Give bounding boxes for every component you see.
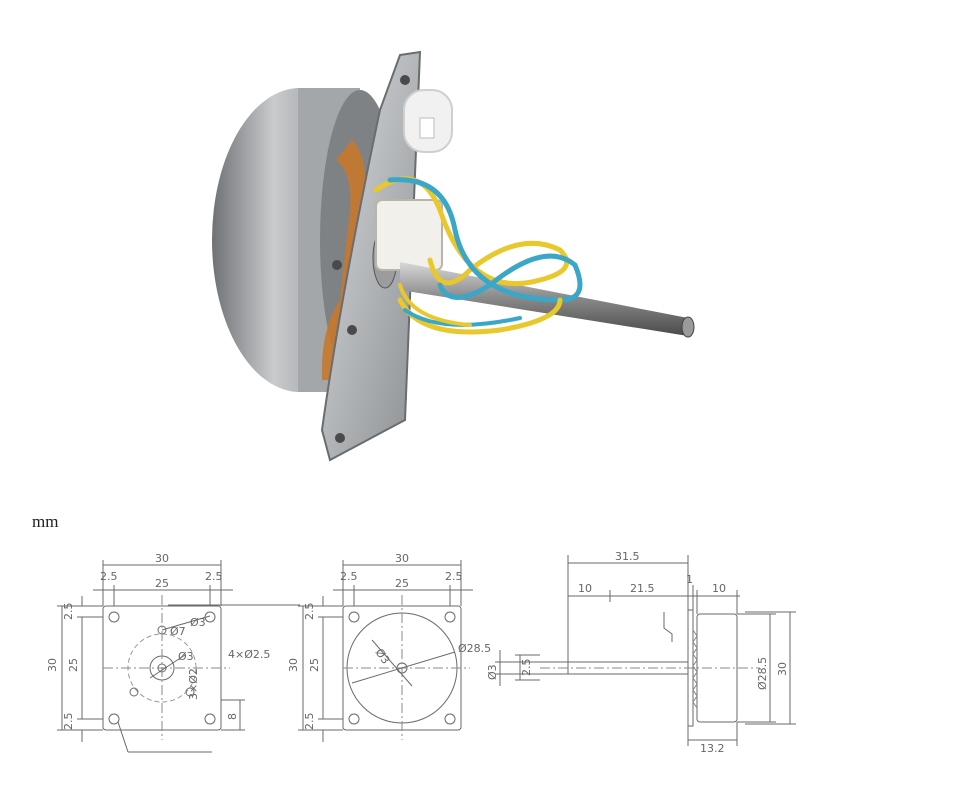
side-height: 30 [776, 662, 789, 676]
side-body-len: 10 [712, 582, 726, 595]
front-height-total: 30 [46, 658, 59, 672]
front-edge-right: 2.5 [205, 570, 223, 583]
front-offset: 8 [226, 713, 239, 720]
rear-height-total: 30 [287, 658, 300, 672]
rear-d-shaft: Ø3 [373, 646, 393, 666]
front-d-screw: Ø3 [190, 616, 206, 629]
front-screw-count: 3×Ø2 [187, 668, 200, 700]
motor-photo [212, 50, 695, 462]
side-depth: 13.2 [700, 742, 725, 755]
front-pitch: 25 [155, 577, 169, 590]
side-plate: 1 [686, 573, 693, 586]
led [403, 89, 453, 153]
rear-width-total: 30 [395, 552, 409, 565]
front-hole-callout: 4×Ø2.5 [228, 648, 270, 661]
front-width-total: 30 [155, 552, 169, 565]
side-shaft-offset: 2.5 [520, 659, 533, 677]
rear-edge-left: 2.5 [340, 570, 358, 583]
front-v-edge-bottom: 2.5 [62, 713, 75, 731]
front-view [57, 560, 300, 753]
dimension-drawing: 30 25 2.5 2.5 30 25 2.5 2.5 4×Ø2.5 Ø7 Ø3… [46, 550, 796, 755]
front-v-pitch: 25 [67, 658, 80, 672]
rear-d-body: Ø28.5 [458, 642, 491, 655]
mounting-plate [320, 50, 422, 462]
rear-view [298, 560, 473, 742]
front-edge-left: 2.5 [100, 570, 118, 583]
lead-wires [373, 176, 583, 335]
side-view [495, 555, 796, 746]
coil-winding [321, 140, 366, 380]
rear-v-edge-top: 2.5 [303, 603, 316, 621]
mount-hole [332, 260, 342, 270]
rear-edge-right: 2.5 [445, 570, 463, 583]
side-overall: 31.5 [615, 550, 640, 563]
side-shaft-b: 21.5 [630, 582, 655, 595]
mount-hole [400, 75, 410, 85]
side-d-shaft: Ø3 [486, 664, 499, 680]
mount-hole [347, 325, 357, 335]
front-d-small: Ø3 [178, 650, 194, 663]
front-d-hub: Ø7 [170, 625, 186, 638]
side-shaft-a: 10 [578, 582, 592, 595]
rear-pitch: 25 [395, 577, 409, 590]
rear-v-edge-bottom: 2.5 [303, 713, 316, 731]
front-v-edge-top: 2.5 [62, 603, 75, 621]
mount-hole [335, 433, 345, 443]
units-label: mm [32, 512, 59, 531]
side-d-body: Ø28.5 [756, 657, 769, 690]
rear-v-pitch: 25 [308, 658, 321, 672]
